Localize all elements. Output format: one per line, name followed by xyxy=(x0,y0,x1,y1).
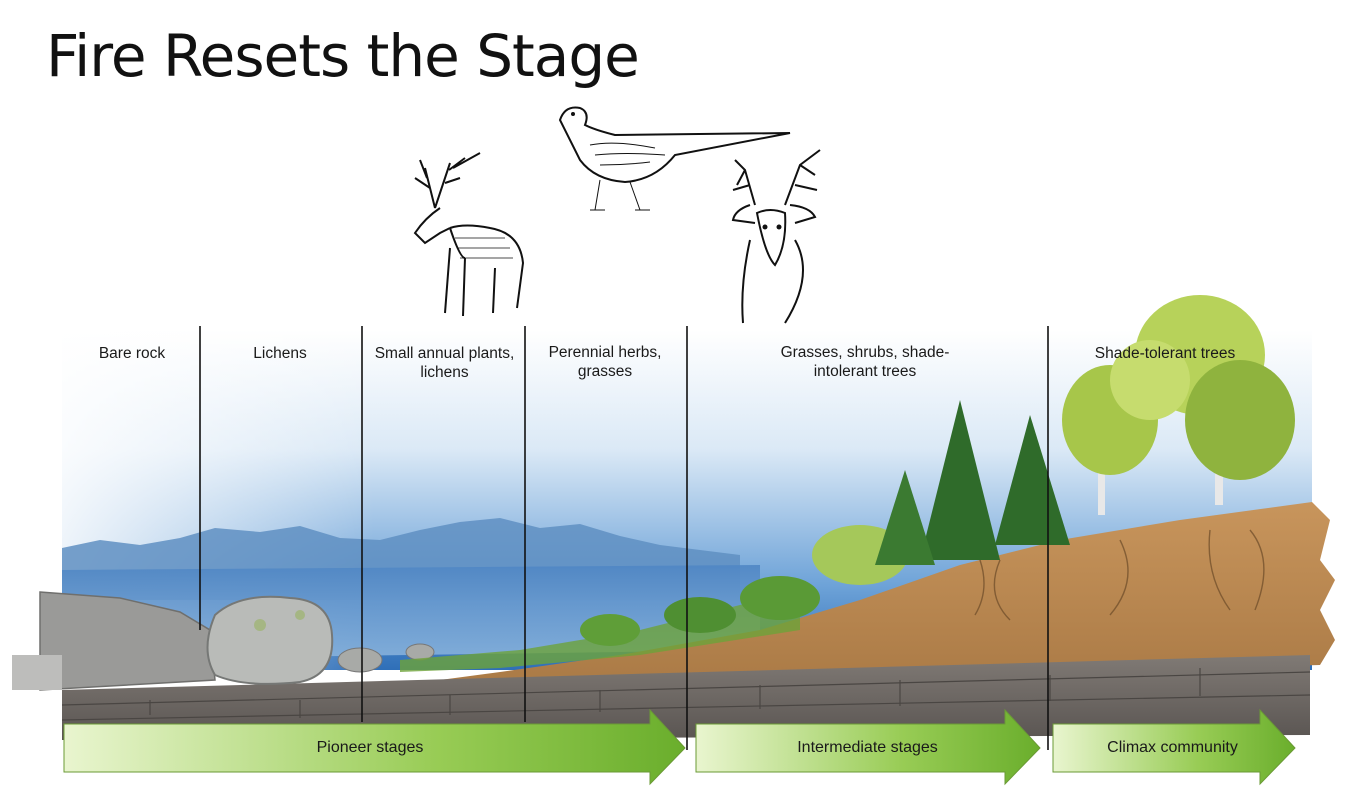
conifer-trees xyxy=(875,400,1070,565)
intermediate-arrow xyxy=(695,708,1041,786)
stage-label-perennial-herbs: Perennial herbs, grasses xyxy=(548,344,662,380)
deer-icon xyxy=(731,149,821,324)
deciduous-trees xyxy=(1062,295,1295,515)
stage-label-small-annual-plants: Small annual plants, lichens xyxy=(374,345,515,381)
bedrock-cracks xyxy=(61,668,1311,721)
climax-arrow xyxy=(1052,708,1296,786)
stage-label-shade-tolerant: Shade-tolerant trees xyxy=(1094,345,1236,362)
bedrock-layer xyxy=(62,655,1310,740)
stage-label-bare-rock: Bare rock xyxy=(98,345,166,362)
soil-layer xyxy=(62,502,1335,700)
stage-dividers xyxy=(199,326,1049,750)
stage-label-grasses-shrubs: Grasses, shrubs, shade-intolerant trees xyxy=(780,344,950,380)
phase-label-intermediate: Intermediate stages xyxy=(797,739,938,756)
lichen-spot xyxy=(254,619,266,631)
phase-label-pioneer: Pioneer stages xyxy=(316,739,424,756)
boulder xyxy=(206,595,334,685)
elk-icon xyxy=(413,152,525,317)
rock-ground xyxy=(12,655,62,690)
slide-title: Fire Resets the Stage xyxy=(46,22,640,90)
phase-label-climax: Climax community xyxy=(1107,739,1238,756)
stage-label-lichens: Lichens xyxy=(253,345,307,362)
pheasant-icon xyxy=(558,106,791,211)
pioneer-arrow xyxy=(63,708,686,786)
small-stones xyxy=(337,647,383,673)
lichen-spot xyxy=(295,610,305,620)
root-system xyxy=(974,529,1265,621)
grass-band xyxy=(400,590,800,672)
